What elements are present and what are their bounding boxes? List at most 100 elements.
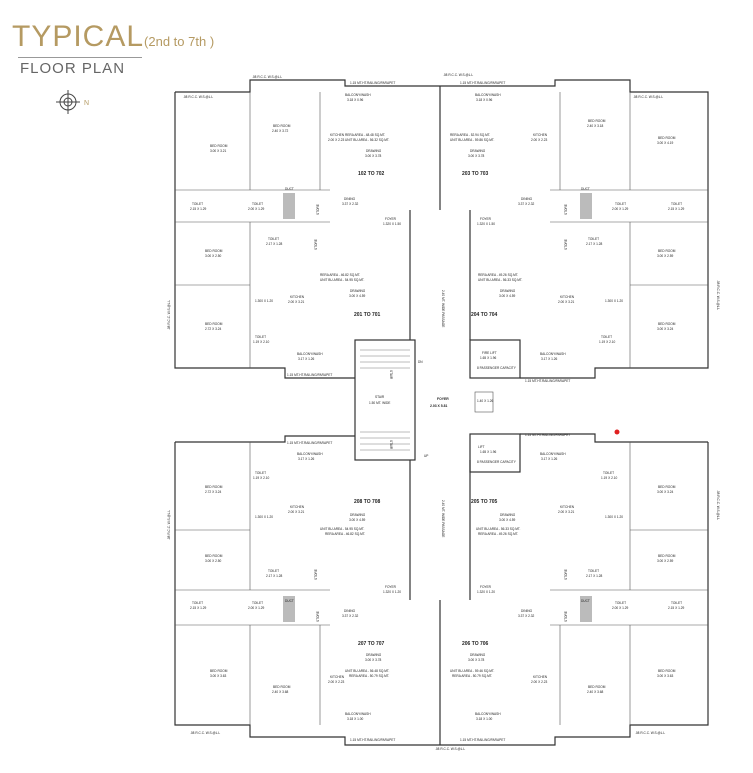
plan-label: TOILET [268, 237, 279, 241]
plan-label: DRAWING [350, 513, 366, 517]
plan-label: RERA AREA - 50.79 SQ.MT. [349, 674, 389, 678]
plan-label: BED ROOM [658, 249, 676, 253]
plan-label: UNIT BU.AREA - 54.95 SQ.MT. [320, 527, 365, 531]
plan-label: 1.320 X 1.50 [383, 222, 401, 226]
building-outline [174, 79, 709, 746]
plan-label: BALCONY/WASH [297, 352, 323, 356]
plan-label: STORE [564, 611, 568, 622]
plan-label: 1.65 X 1.96 [480, 356, 497, 360]
plan-label: STAIR [389, 370, 393, 380]
plan-label: 2.40 X 3.72 [272, 129, 289, 133]
plan-label: 3.18 X 0.96 [476, 98, 493, 102]
plan-label: BED ROOM [205, 322, 223, 326]
plan-label: 2.15 X 1.29 [190, 207, 207, 211]
plan-label: 3.37 X 2.32 [518, 202, 535, 206]
plan-label: BALCONY/WASH [540, 452, 566, 456]
plan-label: 206 TO 706 [462, 641, 489, 647]
plan-label: 203 TO 703 [462, 171, 489, 177]
plan-label: 1.300 X 1.20 [605, 299, 623, 303]
plan-label: KITCHEN [533, 675, 548, 679]
plan-label: 3.17 X 1.26 [298, 457, 315, 461]
plan-label: TOILET [601, 335, 612, 339]
plan-label: 3.00 X 2.50 [205, 559, 222, 563]
plan-label: FOYER [480, 217, 492, 221]
plan-label: TOILET [252, 202, 263, 206]
plan-label: .08 R.C.C. W.S.@L.L [435, 747, 465, 751]
plan-label: 3.00 X 3.78 [365, 154, 382, 158]
plan-label: 3.00 X 3.78 [468, 154, 485, 158]
plan-label: 2.15 X 1.29 [668, 207, 685, 211]
plan-label: 3.00 X 3.24 [657, 490, 674, 494]
plan-label: RERA AREA - 46.82 SQ.MT. [325, 532, 365, 536]
plan-label: BED ROOM [588, 119, 606, 123]
plan-label: FIRE LIFT [482, 351, 497, 355]
plan-label: TOILET [192, 601, 203, 605]
plan-label: FOYER [385, 217, 397, 221]
plan-label: 1.15 MT.HT.RAILING/PARAPET [287, 373, 332, 377]
plan-label: .08 R.C.C. W.S.@L.L [183, 95, 213, 99]
plan-label: 3.18 X 0.96 [347, 98, 364, 102]
plan-label: 1.19 X 2.10 [253, 476, 270, 480]
plan-label: .08 R.C.C. W.S.@L.L [716, 280, 720, 310]
plan-label: 1.320 X 1.20 [477, 590, 495, 594]
plan-label: BED ROOM [658, 485, 676, 489]
plan-label: 205 TO 705 [471, 499, 498, 505]
plan-label: BED ROOM [658, 554, 676, 558]
plan-label: STORE [316, 611, 320, 622]
plan-label: STORE [564, 204, 568, 215]
plan-label: UNIT BU.AREA - 56.33 SQ.MT. [478, 278, 523, 282]
plan-label: 2.03 X 5.81 [430, 404, 447, 408]
plan-label: BED ROOM [205, 554, 223, 558]
plan-label: FOYER [480, 585, 492, 589]
plan-label: TOILET [252, 601, 263, 605]
plan-label: 1.15 MT.HT.RAILING/PARAPET [350, 81, 395, 85]
plan-label: TOILET [588, 569, 599, 573]
plan-label: BED ROOM [273, 685, 291, 689]
plan-label: BALCONY/WASH [345, 712, 371, 716]
plan-label: 2.00 X 3.21 [558, 300, 575, 304]
plan-label: 2.00 X 1.29 [612, 606, 629, 610]
plan-label: 2.40 MT. WIDE PASSAGE [441, 290, 445, 327]
plan-label: 3.17 X 1.26 [541, 457, 558, 461]
plan-label: KITCHEN [290, 295, 305, 299]
plan-label: BALCONY/WASH [345, 93, 371, 97]
header: TYPICAL(2nd to 7th ) [12, 20, 214, 54]
page-title: TYPICAL [12, 20, 145, 53]
plan-label: RERA AREA - 50.79 SQ.MT. [452, 674, 492, 678]
plan-label: 3.00 X 4.59 [499, 518, 516, 522]
plan-label: 2.00 X 1.29 [248, 207, 265, 211]
plan-label: 3.00 X 3.63 [210, 674, 227, 678]
plan-label: 1.19 X 2.10 [253, 340, 270, 344]
north-label: N [84, 100, 89, 107]
plan-label: BED ROOM [273, 124, 291, 128]
plan-label: 102 TO 702 [358, 171, 385, 177]
plan-label: 1.19 X 2.10 [601, 476, 618, 480]
plan-label: BED ROOM [658, 669, 676, 673]
plan-label: 3.00 X 4.59 [499, 294, 516, 298]
plan-label: STORE [564, 569, 568, 580]
plan-label: DINING [344, 197, 356, 201]
compass-icon: N [56, 90, 89, 114]
plan-label: 1.320 X 1.50 [477, 222, 495, 226]
plan-label: 207 TO 707 [358, 641, 385, 647]
plan-label: DUCT [581, 187, 590, 191]
plan-label: 1.65 X 1.96 [480, 450, 497, 454]
plan-label: 2.00 X 2.23 [531, 680, 548, 684]
plan-label: DRAWING [470, 149, 486, 153]
plan-label: 3.00 X 4.59 [349, 518, 366, 522]
plan-label: FOYER [385, 585, 397, 589]
plan-label: 3.00 X 2.59 [657, 254, 674, 258]
plan-label: BED ROOM [205, 485, 223, 489]
plan-label: 3.37 X 2.32 [342, 202, 359, 206]
plan-label: UNIT BU.AREA - 59.86 SQ.MT. [450, 138, 495, 142]
plan-label: TOILET [255, 471, 266, 475]
plan-label: UNIT BU.AREA - 59.46 SQ.MT. [450, 669, 495, 673]
plan-label: 1.300 X 1.20 [255, 299, 273, 303]
plan-label: 3.18 X 1.00 [476, 717, 493, 721]
plan-label: 2.72 X 3.24 [205, 327, 222, 331]
plan-label: 3.00 X 3.21 [210, 149, 227, 153]
plan-label: DINING [521, 609, 533, 613]
plan-label: TOILET [255, 335, 266, 339]
plan-label: 3.37 X 2.32 [518, 614, 535, 618]
